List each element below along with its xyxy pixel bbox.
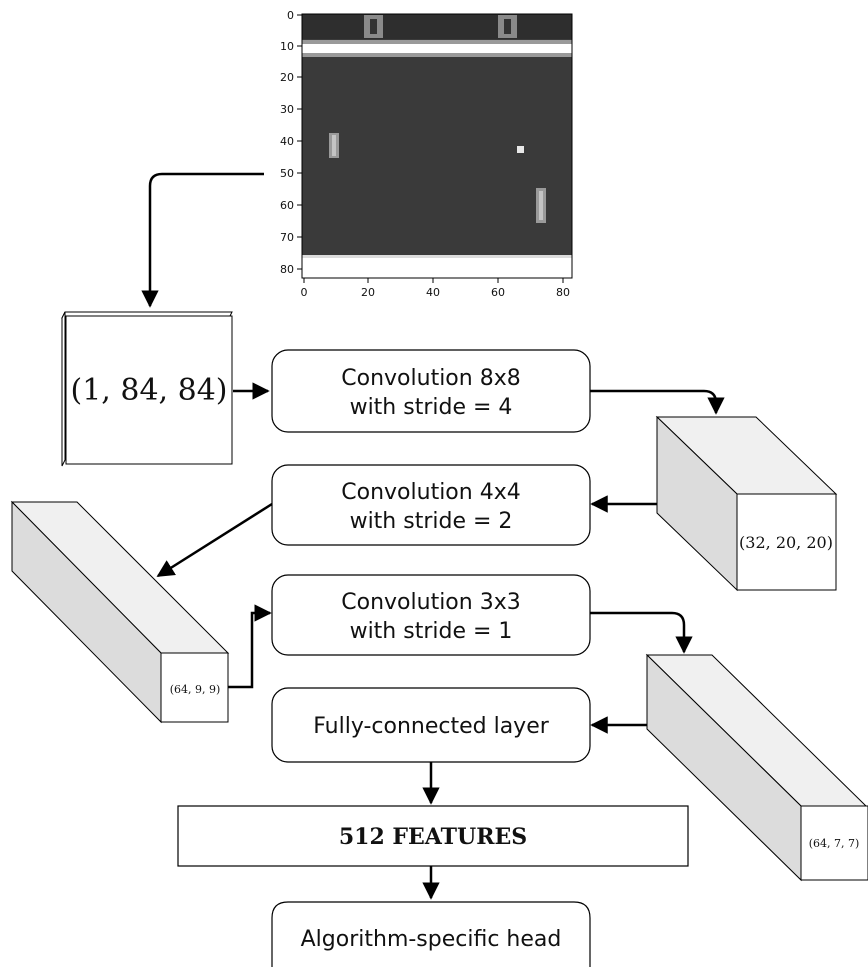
game-frame: 0 10 20 30 40 50 60 70 80 0 20 40: [280, 9, 573, 299]
arrow-conv3-to-vol3: [590, 611, 693, 654]
features-title: 512 FEATURES: [339, 824, 527, 850]
y-tick-40: 40: [280, 135, 294, 148]
volume2-shape-label: (64, 9, 9): [170, 683, 221, 696]
y-tick-0: 0: [287, 9, 294, 22]
x-tick-80: 80: [556, 286, 570, 299]
conv3-stride: with stride = 1: [350, 619, 513, 644]
fc-title: Fully-connected layer: [313, 714, 550, 739]
conv1-block: Convolution 8x8 with stride = 4: [271, 349, 591, 433]
x-tick-0: 0: [301, 286, 308, 299]
y-tick-10: 10: [280, 40, 294, 53]
conv2-title: Convolution 4x4: [341, 480, 520, 505]
head-title: Algorithm-specific head: [301, 927, 562, 952]
volume3-shape-label: (64, 7, 7): [809, 837, 860, 850]
y-tick-80: 80: [280, 263, 294, 276]
conv2-block: Convolution 4x4 with stride = 2: [271, 464, 591, 546]
volume-32-20-20: (32, 20, 20): [655, 415, 838, 592]
volume1-shape-label: (32, 20, 20): [739, 533, 833, 552]
ball-icon: [517, 146, 524, 153]
conv3-block: Convolution 3x3 with stride = 1: [271, 574, 591, 656]
arrow-vol2-to-conv3: [228, 604, 272, 689]
y-tick-70: 70: [280, 231, 294, 244]
conv3-title: Convolution 3x3: [341, 590, 520, 615]
head-block: Algorithm-specific head: [271, 901, 591, 967]
y-tick-50: 50: [280, 167, 294, 180]
x-tick-60: 60: [491, 286, 505, 299]
input-tensor: (1, 84, 84): [61, 311, 233, 467]
arrow-frame-to-input: [141, 172, 264, 308]
x-axis-ticks: 0 20 40 60 80: [301, 278, 570, 299]
x-tick-20: 20: [361, 286, 375, 299]
conv1-stride: with stride = 4: [350, 395, 513, 420]
input-shape-label: (1, 84, 84): [71, 373, 228, 408]
x-tick-40: 40: [426, 286, 440, 299]
conv2-stride: with stride = 2: [350, 509, 513, 534]
y-tick-60: 60: [280, 199, 294, 212]
arrow-conv2-to-vol2: [156, 502, 273, 578]
y-axis-ticks: 0 10 20 30 40 50 60 70 80: [280, 9, 302, 276]
conv1-title: Convolution 8x8: [341, 366, 520, 391]
volume-64-7-7: (64, 7, 7): [645, 653, 868, 882]
features-block: 512 FEATURES: [177, 805, 689, 867]
fc-block: Fully-connected layer: [271, 687, 591, 763]
y-tick-30: 30: [280, 103, 294, 116]
y-tick-20: 20: [280, 71, 294, 84]
arrow-conv1-to-vol1: [590, 389, 725, 415]
volume-64-9-9: (64, 9, 9): [10, 500, 230, 724]
